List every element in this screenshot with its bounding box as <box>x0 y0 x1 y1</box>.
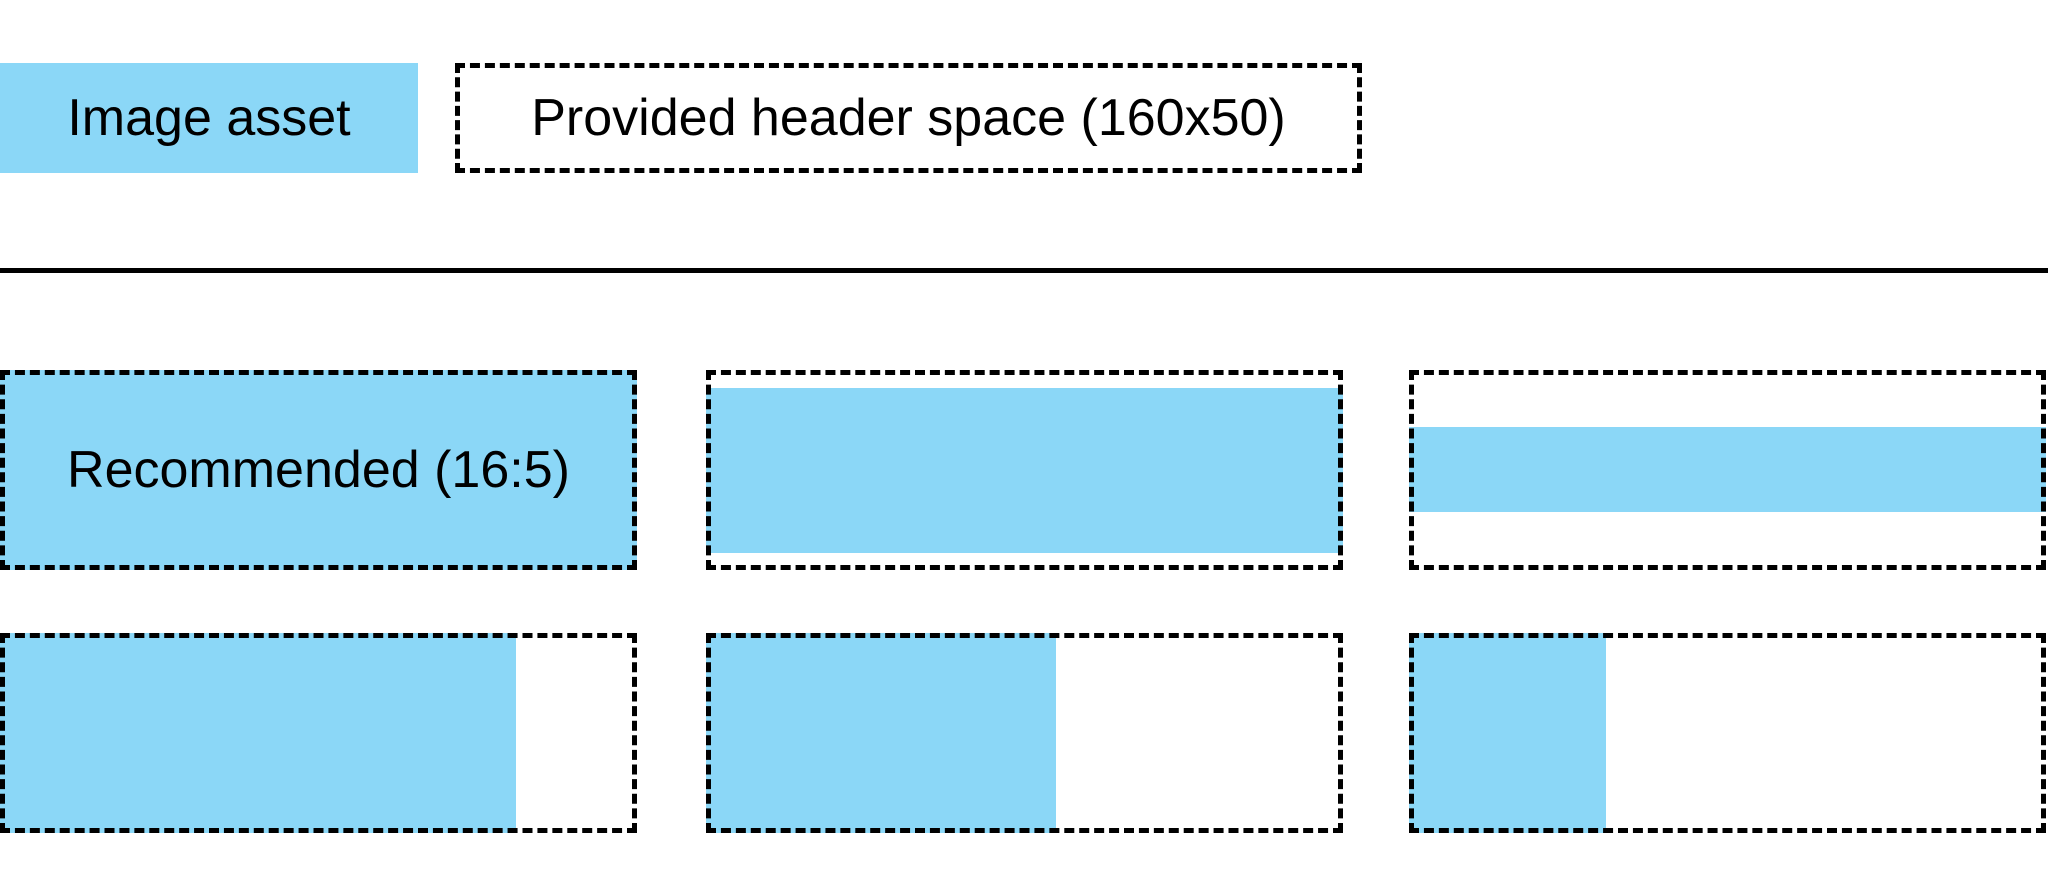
image-asset-fill <box>706 633 1057 833</box>
recommended-label-wrap: Recommended (16:5) <box>0 370 637 570</box>
legend-header-space-label: Provided header space (160x50) <box>531 89 1286 147</box>
image-asset-fill <box>706 388 1343 553</box>
example-box-letterbox-large <box>706 370 1343 570</box>
section-divider <box>0 268 2048 273</box>
image-asset-fill <box>1409 427 2046 512</box>
legend-image-asset-label: Image asset <box>67 89 351 147</box>
legend-header-space-box: Provided header space (160x50) <box>455 63 1362 173</box>
example-box-recommended: Recommended (16:5) <box>0 370 637 570</box>
example-box-letterbox-small <box>1409 370 2046 570</box>
image-asset-fill <box>0 370 637 570</box>
example-box-pillarbox-large <box>0 633 637 833</box>
image-asset-fill <box>1409 633 1607 833</box>
image-asset-fill <box>0 633 516 833</box>
example-box-pillarbox-medium <box>706 633 1343 833</box>
example-box-pillarbox-small <box>1409 633 2046 833</box>
legend-image-asset-swatch: Image asset <box>0 63 418 173</box>
recommended-label: Recommended (16:5) <box>67 441 570 499</box>
